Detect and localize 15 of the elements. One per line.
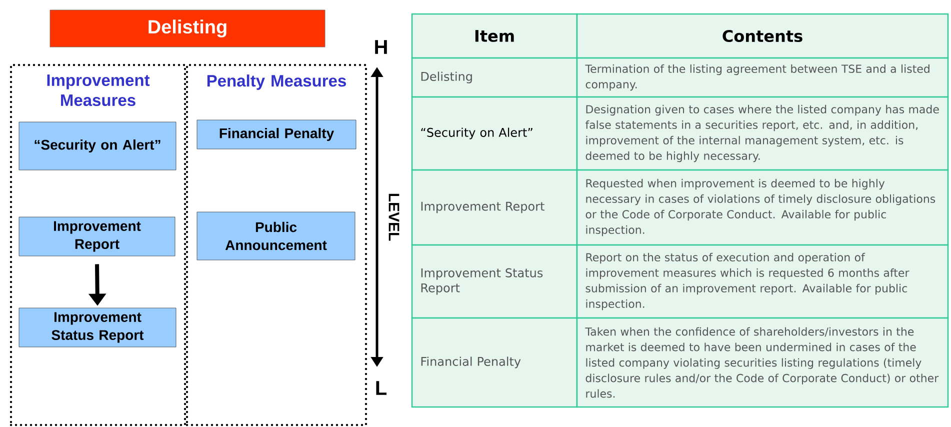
measure-box: Improvement Status Report xyxy=(18,308,176,348)
header-cell: Item xyxy=(411,13,578,59)
measure-box: Public Announcement xyxy=(196,212,356,260)
table-cell: Delisting xyxy=(411,57,578,98)
table-cell: “Security on Alert” xyxy=(411,96,578,171)
measure-box: “Security on Alert” xyxy=(18,122,176,170)
level-mark: L xyxy=(376,381,386,395)
table-cell: Improvement Status Report xyxy=(411,244,578,319)
measure-box: Improvement Report xyxy=(18,216,176,256)
axis-label: LEVEL xyxy=(388,194,400,241)
table-cell: Financial Penalty xyxy=(411,317,578,408)
title-banner: Delisting xyxy=(50,10,326,48)
measure-box: Financial Penalty xyxy=(196,120,356,150)
table-cell: Improvement Report xyxy=(411,169,578,246)
level-mark: H xyxy=(375,40,387,54)
